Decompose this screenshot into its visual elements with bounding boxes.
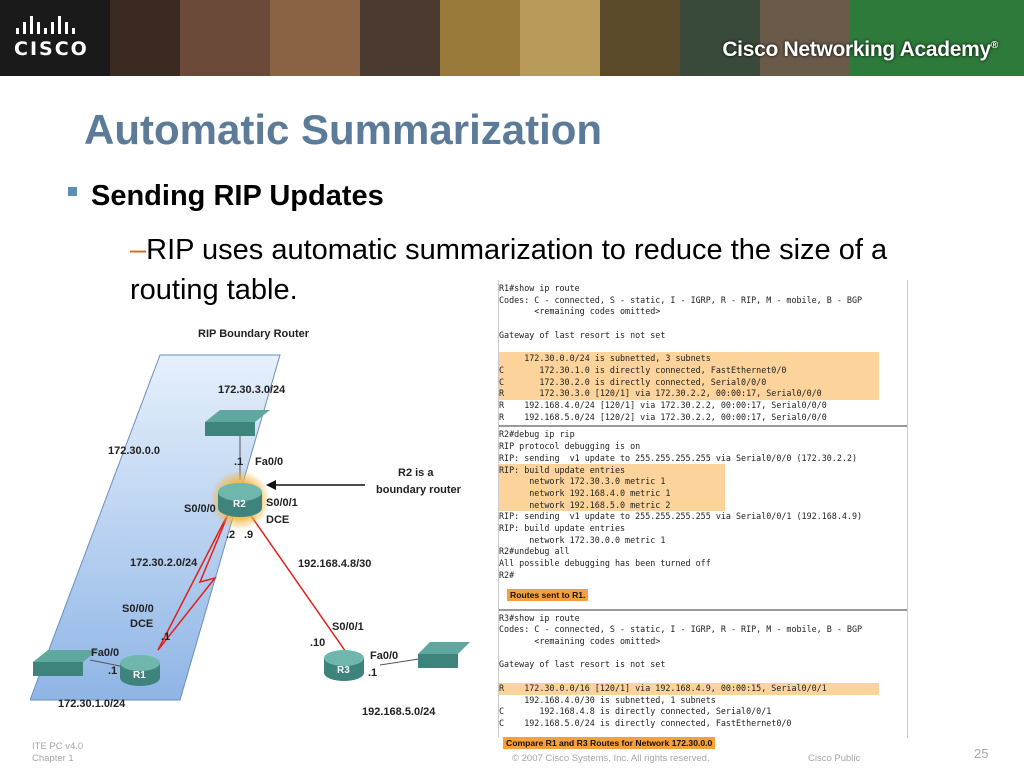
r1-s000-label: S0/0/0 [122, 603, 154, 615]
r1-fa-label: Fa0/0 [91, 647, 119, 659]
footer-copyright: © 2007 Cisco Systems, Inc. All rights re… [512, 753, 710, 764]
bullet-text: Sending RIP Updates [91, 180, 384, 212]
switch-r1-icon [33, 650, 98, 676]
r2-fa-label: Fa0/0 [255, 456, 283, 468]
switch-r3-icon [418, 642, 470, 668]
cli-r2-output: R2#debug ip rip RIP protocol debugging i… [499, 429, 863, 580]
cli-separator [499, 425, 907, 428]
cisco-logo: CISCO [14, 14, 104, 64]
switch-top-icon [205, 410, 270, 436]
r3-fa-ip: .1 [368, 667, 377, 679]
serial-zigzag [157, 509, 231, 651]
network-diagram: RIP Boundary Router 172.30.3.0/24 172.30… [30, 328, 470, 718]
net-top-label: 172.30.3.0/24 [218, 384, 286, 396]
router-r3-icon [324, 650, 364, 681]
cli-output-panel: R1#show ip route Codes: C - connected, S… [498, 280, 908, 749]
router-r1-icon [120, 655, 160, 686]
r1-dce-label: DCE [130, 618, 153, 630]
footer-public: Cisco Public [808, 753, 861, 764]
r2-name: R2 [233, 499, 246, 510]
r2-fa-ip: .1 [234, 456, 243, 468]
r1-ip-label: .1 [161, 631, 170, 643]
bullet-item: Sending RIP Updates [68, 180, 384, 213]
link-r2-r3 [239, 499, 349, 656]
footer-course: ITE PC v4.0 Chapter 1 [32, 741, 83, 765]
router-r2-icon [218, 483, 262, 517]
cisco-bars-icon [16, 14, 104, 34]
cli-separator [499, 608, 907, 611]
highlight-r1-routes [499, 352, 879, 400]
page-number: 25 [974, 746, 989, 761]
caption-routes-sent: Routes sent to R1. [507, 588, 589, 601]
note-line2: boundary router [376, 484, 462, 496]
cli-block-r2: R2#debug ip rip RIP protocol debugging i… [499, 429, 907, 606]
highlight-r3-route [499, 682, 879, 695]
r3-name: R3 [337, 665, 350, 676]
r3-s001-label: S0/0/1 [332, 621, 364, 633]
r2-dce-label: DCE [266, 514, 289, 526]
link-r3-switch [379, 657, 426, 666]
header-banner: CISCO Cisco Networking Academy® [0, 0, 1024, 76]
net-bottom-left-label: 172.30.1.0/24 [58, 698, 126, 710]
r2-s001-label: S0/0/1 [266, 497, 298, 509]
cli-r3-output: R3#show ip route Codes: C - connected, S… [499, 612, 863, 728]
pointer-arrowhead [266, 480, 276, 490]
r2-ip-right: .9 [244, 529, 253, 541]
note-line1: R2 is a [398, 467, 434, 479]
rip-area-shape [30, 354, 281, 701]
net-major-label: 172.30.0.0 [108, 445, 160, 457]
link-r1-r2 [157, 509, 231, 651]
cli-block-r3: R3#show ip route Codes: C - connected, S… [499, 613, 907, 751]
net-bottom-right-label: 192.168.5.0/24 [362, 706, 436, 718]
r2-ip-left: .2 [226, 529, 235, 541]
caption-compare: Compare R1 and R3 Routes for Network 172… [503, 736, 716, 749]
highlight-r2-entries [499, 464, 725, 512]
r2-s000-label: S0/0/0 [184, 503, 216, 515]
academy-title: Cisco Networking Academy® [722, 38, 998, 61]
slide-title: Automatic Summarization [84, 106, 603, 153]
trademark: ® [990, 40, 998, 51]
r1-fa-ip: .1 [108, 665, 117, 677]
footer-chapter: Chapter 1 [32, 753, 74, 764]
sub-bullet-text: RIP uses automatic summarization to redu… [130, 234, 888, 306]
dash-mark: – [130, 234, 147, 266]
square-bullet-icon [68, 186, 77, 196]
cli-block-r1: R1#show ip route Codes: C - connected, S… [499, 280, 907, 423]
cli-r1-output: R1#show ip route Codes: C - connected, S… [499, 283, 863, 422]
footer-course-name: ITE PC v4.0 [32, 741, 84, 752]
net-left-label: 172.30.2.0/24 [130, 557, 198, 569]
sub-bullet: –RIP uses automatic summarization to red… [130, 230, 900, 310]
net-serial-label: 192.168.4.8/30 [298, 558, 371, 570]
r3-ip-label: .10 [310, 637, 325, 649]
r1-name: R1 [133, 670, 146, 681]
cisco-logo-text: CISCO [14, 38, 89, 60]
boundary-title-label: RIP Boundary Router [198, 328, 310, 340]
r3-fa-label: Fa0/0 [370, 650, 398, 662]
